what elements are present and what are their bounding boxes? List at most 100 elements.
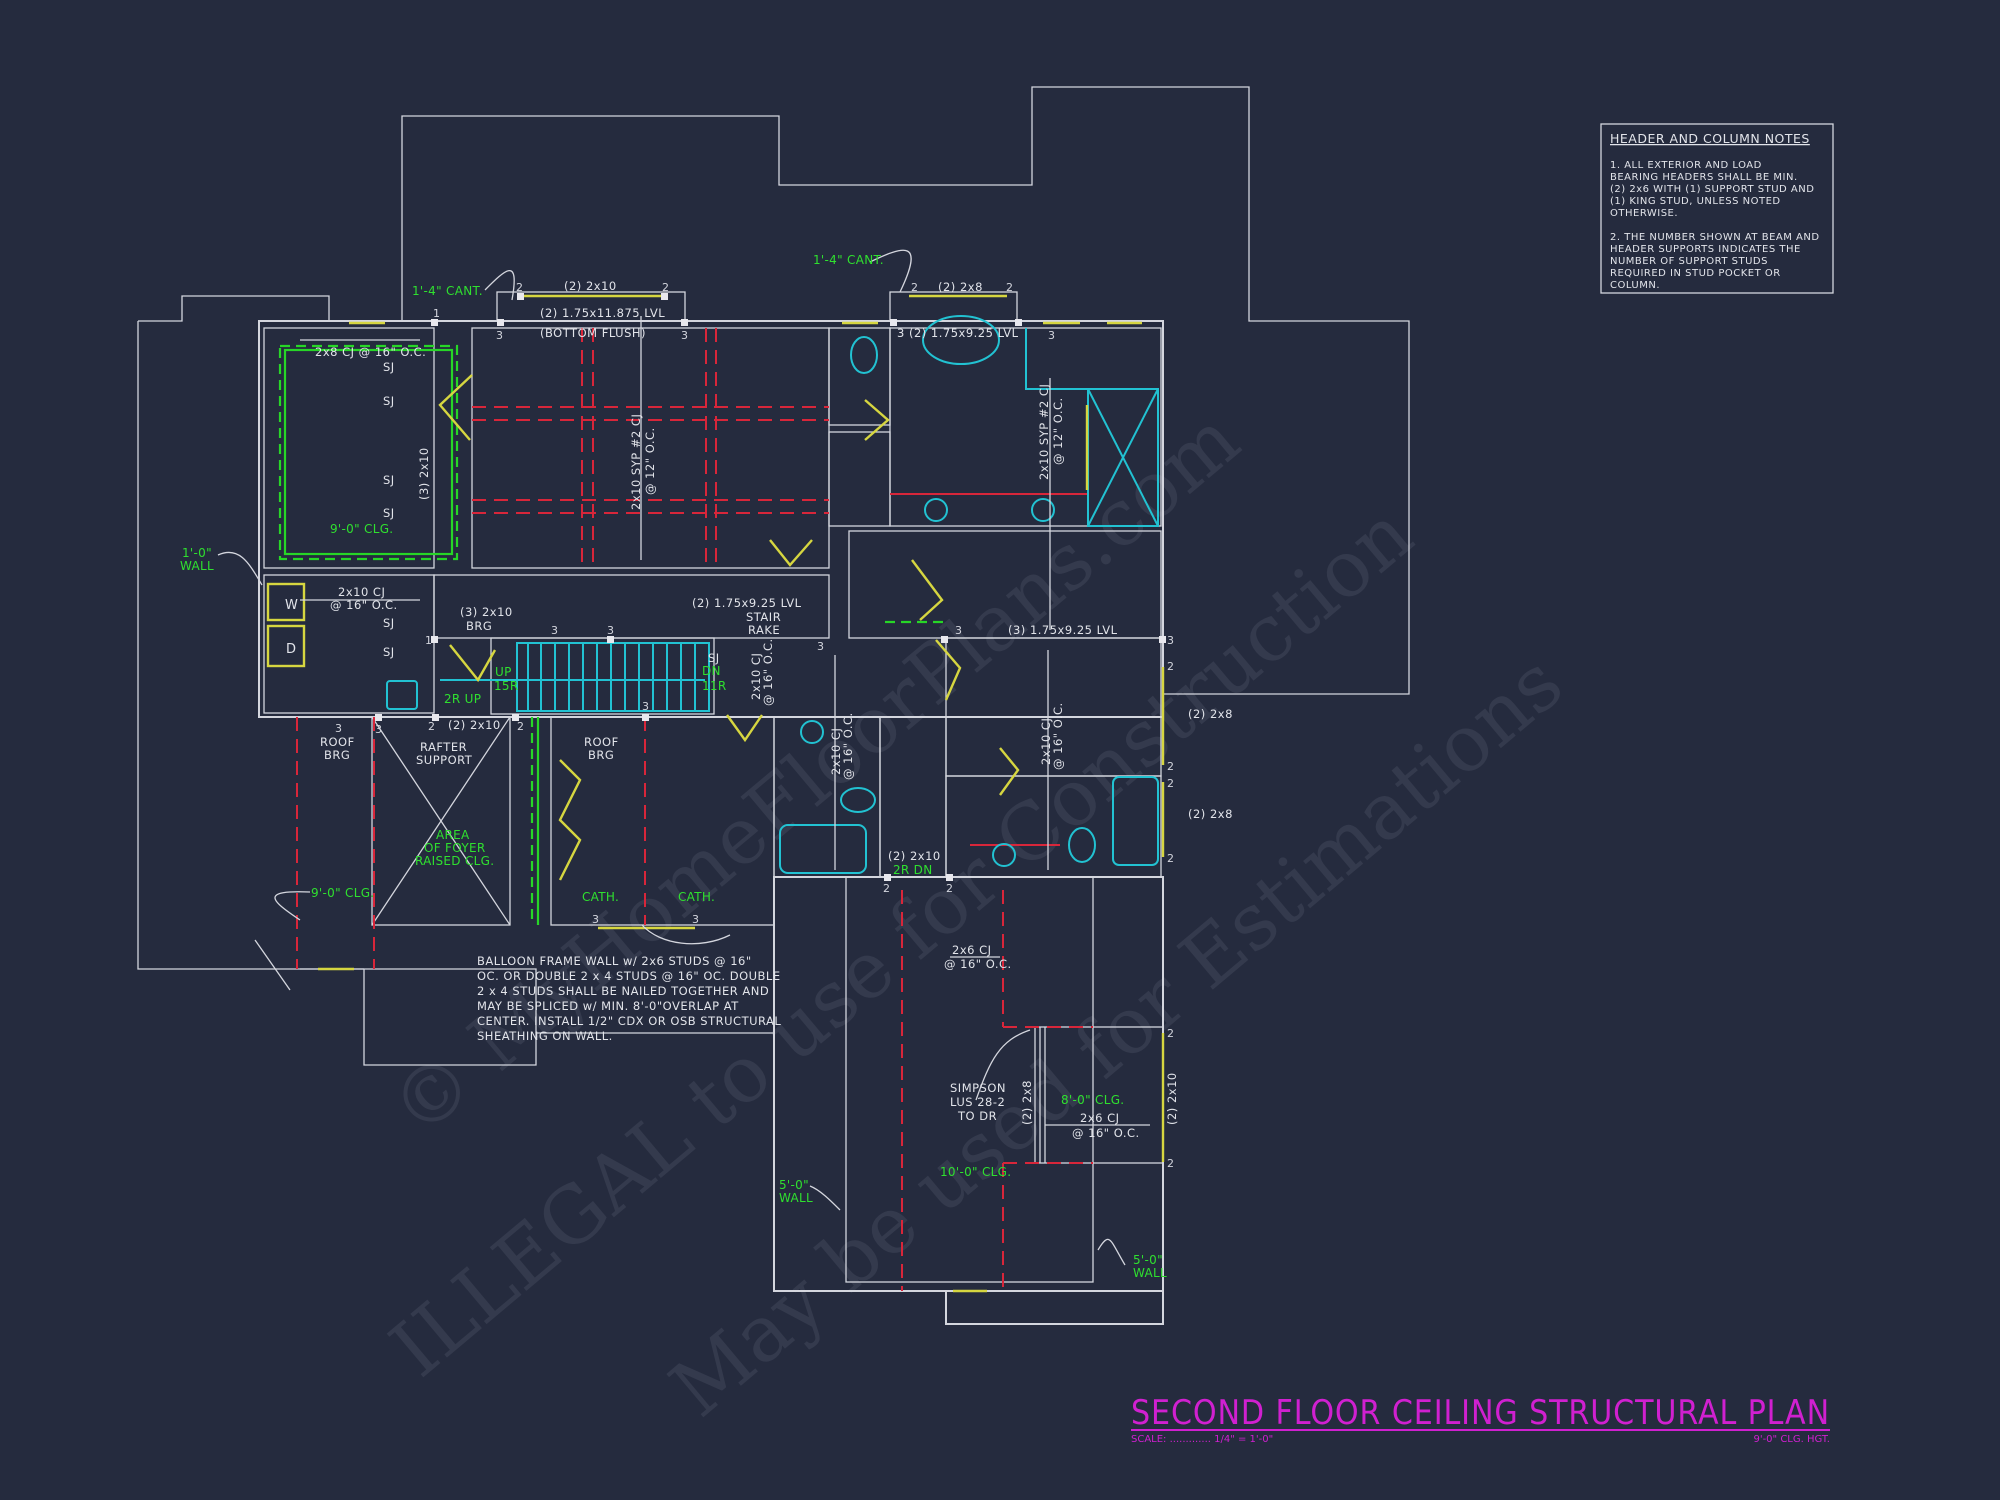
label-oc-16: @ 16" O.C. — [330, 598, 398, 612]
walls — [258, 291, 1164, 1325]
mark: 2 — [911, 281, 918, 294]
label-wall: WALL — [180, 559, 214, 573]
label-header-2x8: (2) 2x8 — [938, 280, 983, 294]
label-oc-16: @ 16" O.C. — [761, 638, 775, 706]
plan-title: SECOND FLOOR CEILING STRUCTURAL PLAN — [1131, 1393, 1830, 1433]
label-to-dr: TO DR — [957, 1109, 997, 1123]
note-line: SHEATHING ON WALL. — [477, 1029, 613, 1043]
support-posts — [375, 293, 1166, 881]
label-cj-2x6: 2x6 CJ — [952, 943, 992, 957]
bathtub — [779, 824, 867, 874]
label-15r: 15R — [494, 679, 519, 693]
watermark: © MyHomeFloorPlans.com ILLEGAL to use fo… — [374, 394, 1579, 1434]
note-line: OC. OR DOUBLE 2 x 4 STUDS @ 16" OC. DOUB… — [477, 969, 781, 983]
label-stair: STAIR — [746, 610, 781, 624]
label-wall: WALL — [779, 1191, 813, 1205]
mark: 3 — [592, 913, 599, 926]
note-line: (1) KING STUD, UNLESS NOTED — [1610, 196, 1781, 207]
label-11r: 11R — [702, 679, 727, 693]
notes-heading: HEADER AND COLUMN NOTES — [1610, 131, 1810, 146]
note-line: REQUIRED IN STUD POCKET OR — [1610, 268, 1781, 279]
label-cathedral: CATH. — [582, 890, 619, 904]
note-line: COLUMN. — [1610, 280, 1660, 291]
label-sj: SJ — [383, 473, 395, 487]
note-line: 2. THE NUMBER SHOWN AT BEAM AND — [1610, 232, 1820, 243]
ceiling-height-labels: 1'-4" CANT. 1'-4" CANT. 9'-0" CLG. 1'-0"… — [180, 253, 1167, 1280]
label-lus: LUS 28-2 — [950, 1095, 1005, 1109]
label-ceiling-10ft: 10'-0" CLG. — [940, 1165, 1011, 1179]
label-header-2x10: (2) 2x10 — [448, 718, 501, 732]
label-lvl-3: (3) 1.75x9.25 LVL — [1008, 623, 1118, 637]
label-brg: BRG — [588, 748, 614, 762]
label-bottom-flush: (BOTTOM FLUSH) — [540, 326, 646, 340]
headers-and-doors — [266, 294, 1165, 1293]
label-sj: SJ — [383, 394, 395, 408]
label-cathedral: CATH. — [678, 890, 715, 904]
bathtub — [1112, 776, 1159, 866]
sink — [992, 843, 1016, 867]
mark: 2 — [1167, 852, 1174, 865]
label-syp-cj: 2x10 SYP #2 CJ — [1037, 384, 1051, 480]
label-support: SUPPORT — [416, 753, 473, 767]
leader-lines — [217, 249, 1150, 1266]
note-line: 2 x 4 STUDS SHALL BE NAILED TOGETHER AND — [477, 984, 769, 998]
mark: 1 — [433, 307, 440, 320]
label-header-2x10-vertical: (2) 2x10 — [1165, 1072, 1179, 1125]
label-bearing-3-2x10: (3) 2x10 — [417, 447, 431, 500]
label-cantilever: 1'-4" CANT. — [412, 284, 483, 298]
balloon-frame-note: BALLOON FRAME WALL w/ 2x6 STUDS @ 16" OC… — [477, 954, 781, 1043]
mark: 2 — [883, 882, 890, 895]
mark: 2 — [1167, 660, 1174, 673]
mark: 3 — [817, 640, 824, 653]
mark: 2 — [946, 882, 953, 895]
label-sj: SJ — [708, 651, 720, 665]
label-wall-height: 1'-0" — [182, 546, 212, 560]
label-ceiling-9ft: 9'-0" CLG. — [311, 886, 374, 900]
label-washer: W — [285, 598, 298, 613]
plan-scale: SCALE: ............. 1/4" = 1'-0" — [1131, 1434, 1273, 1445]
label-cj-2x10: 2x10 CJ — [829, 728, 843, 775]
label-area: AREA — [436, 828, 470, 842]
roof-outline — [137, 86, 1410, 1066]
label-2r-dn: 2R DN — [893, 863, 933, 877]
ceiling-framing-lines — [296, 328, 1093, 1291]
label-cj-2x10: 2x10 CJ — [1039, 718, 1053, 765]
mark: 2 — [428, 720, 435, 733]
mark: 3 — [1048, 329, 1055, 342]
soffit-outline — [278, 344, 946, 925]
label-brg: BRG — [324, 748, 350, 762]
label-wall-height: 5'-0" — [1133, 1253, 1163, 1267]
mark: 3 — [681, 329, 688, 342]
label-bearing-3-2x10: (3) 2x10 — [460, 605, 513, 619]
mark: 2 — [1167, 777, 1174, 790]
plan-ceiling-height: 9'-0" CLG. HGT. — [1753, 1434, 1830, 1445]
mark: 2 — [516, 281, 523, 294]
washer — [266, 582, 306, 622]
support-stud-counts: 1 2 2 3 3 2 2 3 1 3 3 3 3 3 2 2 2 2 2 2 … — [335, 281, 1174, 1170]
label-ceiling-9ft: 9'-0" CLG. — [330, 522, 393, 536]
mark: 3 — [496, 329, 503, 342]
dryer — [266, 624, 306, 668]
label-lvl-stair: (2) 1.75x9.25 LVL — [692, 596, 802, 610]
water-heater — [386, 680, 418, 710]
label-dryer: D — [286, 642, 297, 657]
mark: 2 — [1006, 281, 1013, 294]
label-sj: SJ — [383, 360, 395, 374]
label-sj: SJ — [383, 645, 395, 659]
label-simpson: SIMPSON — [950, 1081, 1006, 1095]
mark: 1 — [425, 634, 432, 647]
label-wall-height: 5'-0" — [779, 1178, 809, 1192]
header-column-notes: HEADER AND COLUMN NOTES 1. ALL EXTERIOR … — [1600, 123, 1834, 294]
label-header-2x8: (2) 2x8 — [1188, 807, 1233, 821]
structural-labels: (2) 2x10 (2) 1.75x11.875 LVL (BOTTOM FLU… — [285, 279, 1233, 1140]
note-line: MAY BE SPLICED w/ MIN. 8'-0"OVERLAP AT — [477, 999, 739, 1013]
mark: 3 — [642, 700, 649, 713]
mark: 2 — [662, 281, 669, 294]
note-line: HEADER SUPPORTS INDICATES THE — [1610, 244, 1801, 255]
note-line: NUMBER OF SUPPORT STUDS — [1610, 256, 1768, 267]
mark: 2 — [1167, 1157, 1174, 1170]
label-cj-2x6: 2x6 CJ — [1080, 1111, 1120, 1125]
toilet — [850, 336, 878, 374]
note-line: BEARING HEADERS SHALL BE MIN. — [1610, 172, 1798, 183]
